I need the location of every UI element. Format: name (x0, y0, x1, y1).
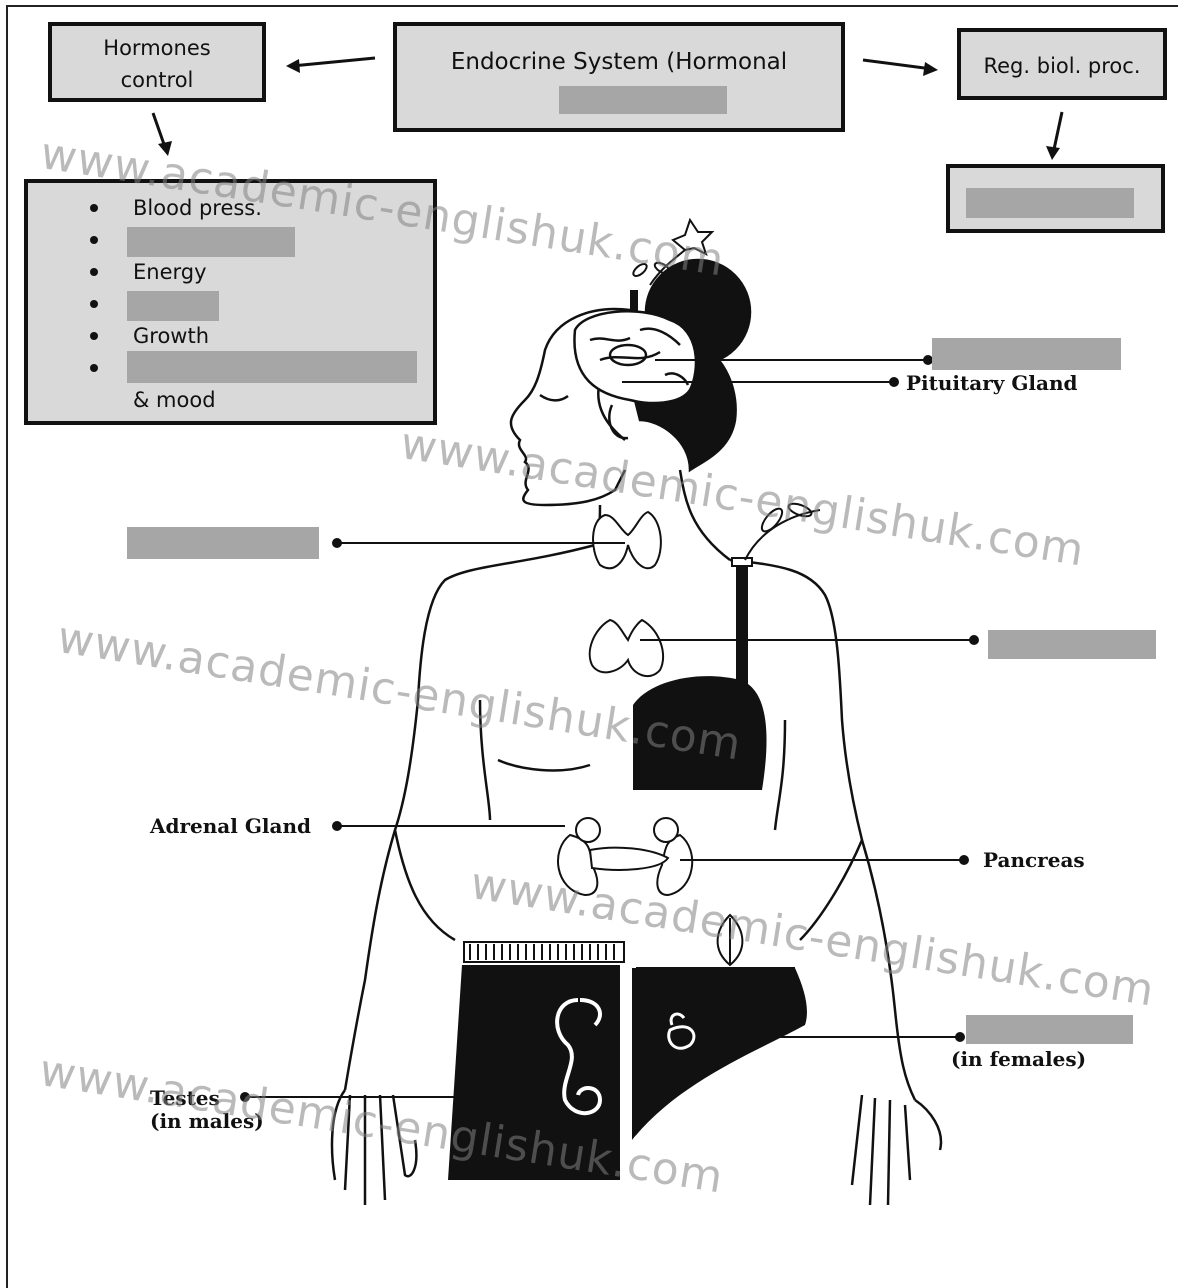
arrow-down-right-head (1046, 146, 1060, 160)
thyroid-blank[interactable] (127, 527, 319, 559)
kidneys-and-pancreas (558, 818, 692, 895)
lower-body-shorts (448, 915, 807, 1180)
testes-males-label: (in males) (150, 1110, 264, 1132)
thymus-blank[interactable] (988, 630, 1156, 659)
hypothalamus-blank[interactable] (932, 338, 1121, 370)
ovaries-blank[interactable] (966, 1015, 1133, 1044)
arrow-left-head (286, 59, 300, 73)
thymus-gland (590, 620, 663, 676)
pancreas-label: Pancreas (983, 849, 1085, 871)
arrow-right-head (923, 62, 938, 76)
adrenal-gland-label: Adrenal Gland (150, 815, 311, 837)
arrow-left (292, 58, 375, 66)
testes-label: Testes (150, 1087, 220, 1109)
thyroid-gland (593, 512, 661, 568)
torso-outline (345, 545, 915, 1100)
in-females-label: (in females) (951, 1048, 1086, 1070)
arrow-right (863, 60, 932, 69)
leaf-sprig (745, 501, 820, 560)
arrow-down-left-head (158, 141, 172, 156)
pituitary-gland-label: Pituitary Gland (906, 372, 1078, 394)
head-group (511, 260, 750, 560)
